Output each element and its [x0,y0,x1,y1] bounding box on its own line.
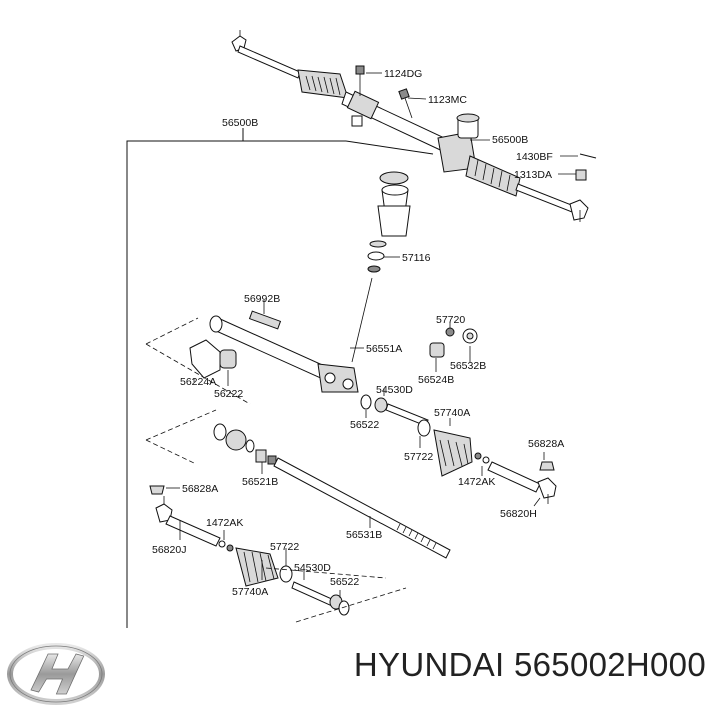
label-57720: 57720 [436,314,465,326]
part-caption: HYUNDAI 565002H000 [354,646,706,684]
label-57116: 57116 [402,252,431,264]
label-57740a-r: 57740A [434,407,470,419]
label-1123mc: 1123MC [428,94,467,106]
part-number: 565002H000 [513,646,706,683]
label-56524b: 56524B [418,374,454,386]
label-1430bf: 1430BF [516,151,553,163]
assembly-frame [126,128,244,628]
label-57722-l: 57722 [270,541,299,553]
label-56224a: 56224A [180,376,216,388]
label-56551a: 56551A [366,343,402,355]
label-56820h: 56820H [500,508,537,520]
label-1472ak-r: 1472AK [458,476,495,488]
pinion-parts [351,171,411,363]
hyundai-logo-icon [7,643,105,705]
rack-bar [145,409,451,559]
label-56522-r: 56522 [350,419,379,431]
label-56500b-top: 56500B [222,117,258,129]
label-54530d-l: 54530D [294,562,331,574]
brand-name: HYUNDAI [353,646,505,683]
label-56521b: 56521B [242,476,278,488]
label-56532b: 56532B [450,360,486,372]
assembled-steering-gear [231,30,597,222]
label-57740a-l: 57740A [232,586,268,598]
label-54530d-r: 54530D [376,384,413,396]
right-tie-rod-parts [360,394,557,504]
label-1124dg: 1124DG [384,68,422,80]
rack-housing [145,310,478,405]
left-tie-rod-parts [149,485,407,623]
label-57722-r: 57722 [404,451,433,463]
label-56828a-l: 56828A [182,483,218,495]
label-1313da: 1313DA [514,169,552,181]
label-56222: 56222 [214,388,243,400]
label-56820j: 56820J [152,544,186,556]
label-56522-l: 56522 [330,576,359,588]
label-56500b-side: 56500B [492,134,528,146]
label-56992b: 56992B [244,293,280,305]
label-56828a-r: 56828A [528,438,564,450]
label-56531b: 56531B [346,529,382,541]
label-1472ak-l: 1472AK [206,517,243,529]
